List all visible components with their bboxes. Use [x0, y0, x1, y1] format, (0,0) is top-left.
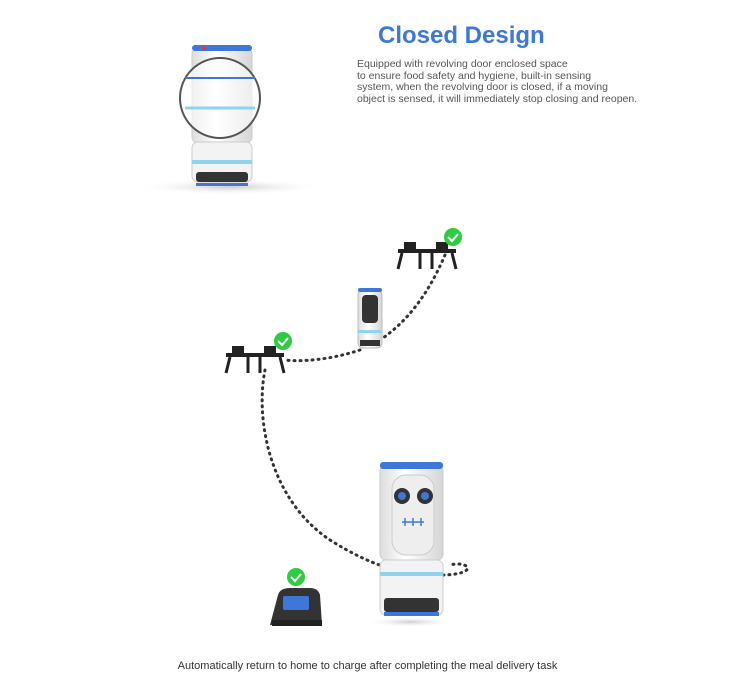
feature-description: Equipped with revolving door enclosed sp… — [357, 58, 687, 105]
check-icon — [444, 228, 462, 246]
section-heading: Closed Design — [378, 22, 545, 49]
check-icon — [287, 568, 305, 586]
table-icon — [396, 242, 458, 270]
charging-dock-image — [270, 588, 322, 626]
caption: Automatically return to home to charge a… — [177, 660, 558, 672]
check-icon — [274, 332, 292, 350]
description-line: Equipped with revolving door enclosed sp… — [357, 58, 568, 70]
description-line: object is sensed, it will immediately st… — [357, 92, 638, 105]
robot-closed-door-image — [135, 45, 325, 195]
description-line: system, when the revolving door is close… — [357, 81, 608, 93]
robot-small-image — [357, 288, 383, 349]
table-icon — [224, 346, 286, 374]
delivery-route — [260, 253, 469, 577]
description-line: to ensure food safety and hygiene, built… — [357, 69, 592, 82]
robot-large-image — [365, 462, 455, 627]
